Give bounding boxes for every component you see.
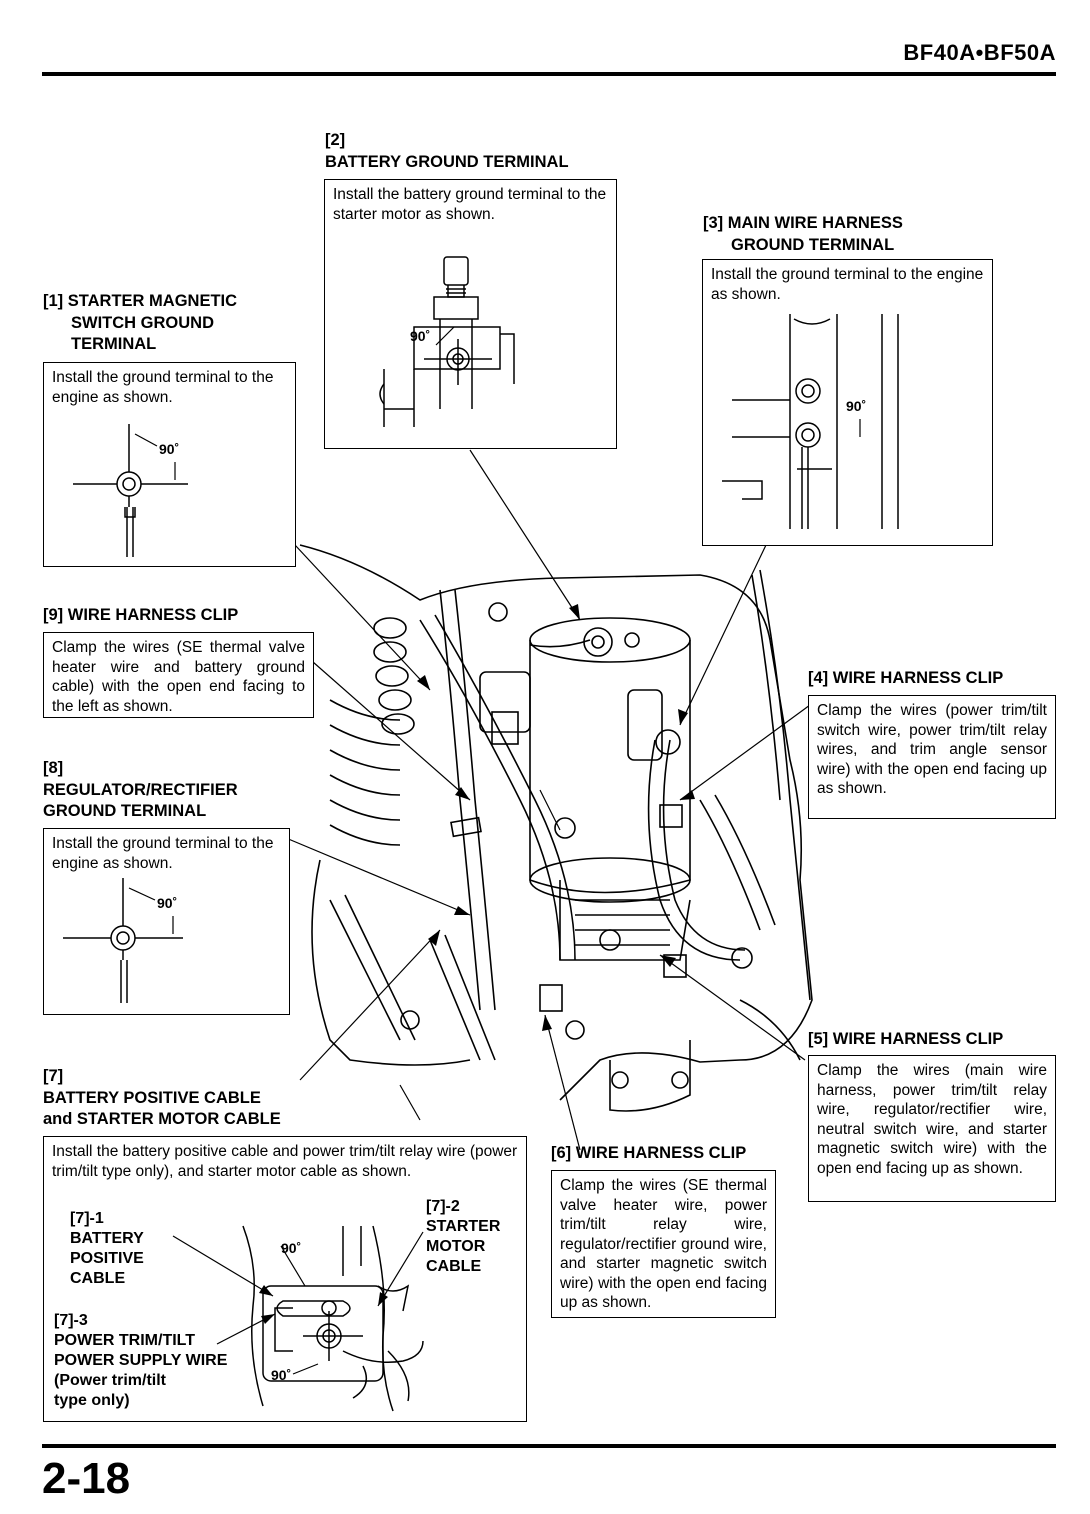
callout-2-title: BATTERY GROUND TERMINAL [325, 152, 569, 171]
callout-2-box: Install the battery ground terminal to t… [324, 179, 617, 449]
callout-6-title: [6] WIRE HARNESS CLIP [551, 1144, 747, 1162]
callout-2-text: Install the battery ground terminal to t… [333, 186, 607, 223]
callout-3-title-line1: [3] MAIN WIRE HARNESS [703, 214, 903, 232]
callout-7-1-line1: BATTERY [70, 1230, 144, 1247]
callout-7-2-line1: STARTER [426, 1218, 501, 1235]
callout-7-angle-top: 90˚ [281, 1240, 301, 1256]
callout-7-2-line2: MOTOR [426, 1238, 486, 1255]
callout-3-angle: 90˚ [846, 398, 866, 414]
callout-7-text: Install the battery positive cable and p… [52, 1143, 518, 1180]
callout-8-title-line2: GROUND TERMINAL [43, 802, 207, 820]
callout-7-number: [7] [43, 1067, 64, 1085]
callout-1-text: Install the ground terminal to the engin… [52, 369, 274, 406]
callout-7-box: Install the battery positive cable and p… [43, 1136, 527, 1422]
battery-ground-terminal-figure: 90˚ [379, 256, 515, 427]
callout-1-heading: [1] STARTER MAGNETIC SWITCH GROUND TERMI… [43, 291, 237, 356]
starter-switch-ground-figure: 90˚ [73, 424, 188, 557]
callout-4-title: [4] WIRE HARNESS CLIP [808, 669, 1004, 687]
callout-3-box: Install the ground terminal to the engin… [702, 259, 993, 546]
callout-7-1-label: [7]-1 BATTERY POSITIVE CABLE [70, 1209, 144, 1289]
callout-1-number: [1] [43, 292, 64, 310]
callout-5-box: Clamp the wires (main wire harness, powe… [808, 1055, 1056, 1202]
callout-3-text: Install the ground terminal to the engin… [711, 266, 984, 303]
callout-7-3-label: [7]-3 POWER TRIM/TILT POWER SUPPLY WIRE … [54, 1311, 227, 1411]
callout-9-box: Clamp the wires (SE thermal valve heater… [43, 632, 314, 718]
callout-3-heading: [3] MAIN WIRE HARNESS GROUND TERMINAL [703, 213, 903, 256]
callout-7-title-line2: and STARTER MOTOR CABLE [43, 1110, 281, 1128]
callout-1-title-l1: STARTER MAGNETIC [67, 292, 238, 310]
page-number: 2-18 [42, 1454, 131, 1503]
callout-9-text: Clamp the wires (SE thermal valve heater… [52, 639, 305, 715]
top-rule [42, 72, 1056, 76]
callout-2-angle: 90˚ [410, 328, 430, 344]
model-title: BF40A•BF50A [903, 40, 1056, 65]
callout-7-2-line3: CABLE [426, 1258, 482, 1275]
callout-7-2-label: [7]-2 STARTER MOTOR CABLE [426, 1197, 500, 1277]
callout-7-3-line3: (Power trim/tilt [54, 1372, 167, 1389]
regulator-ground-figure: 90˚ [63, 878, 183, 1003]
callout-8-angle: 90˚ [157, 895, 177, 911]
callout-7-3-line2: POWER SUPPLY WIRE [54, 1352, 228, 1369]
callout-5-text: Clamp the wires (main wire harness, powe… [817, 1062, 1047, 1177]
callout-2-number: [2] [325, 131, 346, 149]
callout-1-title-line3: TERMINAL [71, 335, 157, 353]
callout-1-box: Install the ground terminal to the engin… [43, 362, 296, 567]
callout-7-angle-bottom: 90˚ [271, 1367, 291, 1383]
callout-8-box: Install the ground terminal to the engin… [43, 828, 290, 1015]
callout-8-heading: [8] REGULATOR/RECTIFIER GROUND TERMINAL [43, 758, 238, 823]
callout-8-text: Install the ground terminal to the engin… [52, 835, 274, 872]
callout-4-text: Clamp the wires (power trim/tilt switch … [817, 702, 1047, 797]
callout-8-title-line1: REGULATOR/RECTIFIER [43, 780, 238, 799]
bottom-rule [42, 1444, 1056, 1448]
callout-7-title-line1: BATTERY POSITIVE CABLE [43, 1088, 261, 1107]
callout-1-title-line2: SWITCH GROUND [71, 313, 214, 332]
callout-6-box: Clamp the wires (SE thermal valve heater… [551, 1170, 776, 1318]
callout-1-title-line1: [1] STARTER MAGNETIC [43, 291, 237, 313]
callout-3-title-line2: GROUND TERMINAL [731, 235, 895, 254]
callout-7-2-number: [7]-2 [426, 1198, 460, 1215]
callout-7-heading: [7] BATTERY POSITIVE CABLE and STARTER M… [43, 1066, 281, 1131]
callout-7-1-number: [7]-1 [70, 1210, 104, 1227]
battery-cable-figure: 90˚ 90˚ [172, 1225, 424, 1412]
callout-9-title: [9] WIRE HARNESS CLIP [43, 606, 239, 624]
callout-8-number: [8] [43, 759, 64, 777]
callout-2-heading: [2] BATTERY GROUND TERMINAL [325, 130, 569, 173]
callout-7-3-number: [7]-3 [54, 1312, 88, 1329]
callout-7-1-line2: POSITIVE [70, 1250, 144, 1267]
callout-7-1-line3: CABLE [70, 1270, 126, 1287]
main-harness-ground-figure: 90˚ [722, 314, 899, 529]
callout-1-angle: 90˚ [159, 441, 179, 457]
callout-6-text: Clamp the wires (SE thermal valve heater… [560, 1177, 767, 1311]
callout-5-title: [5] WIRE HARNESS CLIP [808, 1030, 1004, 1048]
callout-4-box: Clamp the wires (power trim/tilt switch … [808, 695, 1056, 819]
callout-7-3-line1: POWER TRIM/TILT [54, 1332, 196, 1349]
callout-7-3-line4: type only) [54, 1392, 130, 1409]
